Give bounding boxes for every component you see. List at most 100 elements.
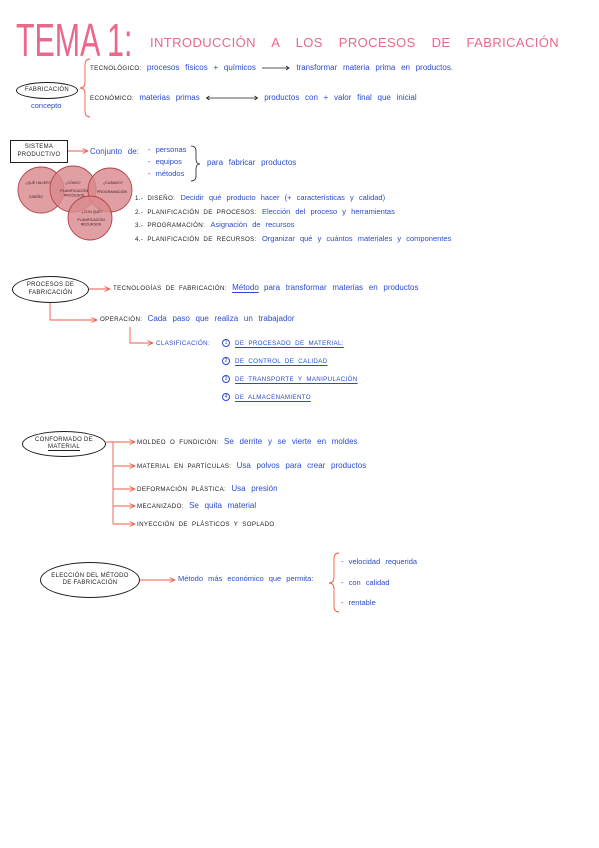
step-text: Decidir qué producto hacer (+ caracterís… [180, 193, 386, 202]
conformado-label-line1: CONFORMADO DE [35, 436, 93, 443]
brace-fabricacion [79, 58, 91, 118]
step-row: 4.- PLANIFICACIÓN DE RECURSOS: Organizar… [135, 234, 451, 245]
procesos-label-line1: PROCESOS DE [26, 282, 75, 288]
brace-conjunto [190, 145, 201, 182]
member-personas: - personas [148, 145, 187, 154]
clasificacion-item: 2 DE CONTROL DE CALIDAD [222, 356, 328, 367]
circled-number: 4 [222, 392, 230, 401]
member-equipos: - equipos [148, 157, 182, 166]
venn-answer-3: PROGRAMACIÓN [97, 189, 127, 194]
arrow-right-icon [261, 65, 291, 71]
step-key: 2.- PLANIFICACIÓN DE PROCESOS: [135, 209, 257, 216]
eleccion-label-line2: DE FABRICACIÓN [62, 580, 118, 586]
conformado-oval: CONFORMADO DE MATERIAL [22, 431, 106, 457]
operacion-text: Cada paso que realiza un trabajador [147, 314, 295, 323]
connector-operacion [49, 303, 97, 320]
clasificacion-item-text: DE TRANSPORTE Y MANIPULACIÓN [235, 376, 358, 383]
venn-answer-4a: PLANIFICACIÓN [77, 217, 105, 222]
brace-requisitos [328, 552, 340, 613]
venn-answer-2a: PLANIFICACIÓN [60, 188, 88, 193]
step-key: 4.- PLANIFICACIÓN DE RECURSOS: [135, 236, 257, 243]
eleccion-oval: ELECCIÓN DEL MÉTODO DE FABRICACIÓN [40, 562, 140, 598]
method-key: MOLDEO O FUNDICIÓN: [137, 439, 219, 446]
step-key: 1.- DISEÑO: [135, 195, 176, 202]
tecnologico-from: procesos físicos + químicos [146, 63, 256, 72]
economico-row: ECONÓMICO: materias primas productos con… [90, 93, 417, 104]
eleccion-label-line1: ELECCIÓN DEL MÉTODO [51, 572, 129, 579]
tecnologias-key: TECNOLOGÍAS DE FABRICACIÓN: [113, 285, 227, 292]
method-text: Se quita material [189, 501, 257, 510]
member-metodos: - métodos [148, 169, 185, 178]
clasificacion-item-text: DE CONTROL DE CALIDAD [235, 358, 328, 365]
method-key: MATERIAL EN PARTÍCULAS: [137, 463, 232, 470]
venn-question-4: ¿CON QUÉ? [82, 209, 103, 214]
step-row: 2.- PLANIFICACIÓN DE PROCESOS: Elección … [135, 207, 395, 218]
fabricacion-oval: FABRICACIÓN [16, 82, 78, 99]
tecnologias-term: Método [232, 283, 259, 292]
procesos-label-line2: FABRICACIÓN [28, 289, 73, 296]
method-key: DEFORMACIÓN PLÁSTICA: [137, 486, 227, 493]
procesos-oval: PROCESOS DE FABRICACIÓN [12, 276, 89, 303]
fabricacion-note: concepto [31, 101, 62, 110]
operacion-key: OPERACIÓN: [100, 316, 143, 323]
connector-clasificacion [129, 327, 153, 343]
venn-question-2: ¿CÓMO? [65, 180, 80, 185]
venn-question-3: ¿CUÁNDO? [103, 181, 123, 185]
clasificacion-item-text: DE ALMACENAMIENTO [235, 394, 311, 401]
sistema-label-line1: SISTEMA [24, 144, 54, 150]
step-text: Asignación de recursos [210, 220, 295, 229]
economico-to: productos con + valor final que inicial [264, 93, 417, 102]
conformado-method: MOLDEO O FUNDICIÓN: Se derrite y se vier… [137, 437, 358, 448]
requisito-calidad: - con calidad [341, 578, 390, 587]
method-key: MECANIZADO: [137, 503, 184, 510]
tecnologias-row: TECNOLOGÍAS DE FABRICACIÓN: Método para … [113, 283, 419, 294]
clasificacion-key-row: CLASIFICACIÓN: [156, 338, 210, 349]
venn-diagram: ¿QUÉ HACER? DISEÑO ¿CÓMO? PLANIFICACIÓN … [17, 165, 133, 241]
double-arrow-icon [205, 95, 259, 101]
eleccion-criterio: Método más económico que permita: [178, 574, 314, 583]
tema-title: TEMA 1: [16, 14, 133, 66]
requisito-velocidad: - velocidad requerida [341, 557, 418, 566]
circled-number: 3 [222, 374, 230, 383]
operacion-row: OPERACIÓN: Cada paso que realiza un trab… [100, 314, 295, 325]
requisito-rentable: - rentable [341, 598, 376, 607]
circled-number: 2 [222, 356, 230, 365]
sistema-label-line2: PRODUCTIVO [17, 151, 61, 158]
conjunto-purpose: para fabricar productos [207, 158, 297, 167]
clasificacion-item: 1 DE PROCESADO DE MATERIAL: [222, 338, 344, 349]
economico-from: materias primas [139, 93, 200, 102]
step-row: 3.- PROGRAMACIÓN: Asignación de recursos [135, 220, 294, 231]
clasificacion-key: CLASIFICACIÓN: [156, 340, 211, 347]
venn-answer-4b: RECURSOS [81, 223, 102, 227]
conformado-method: INYECCIÓN DE PLÁSTICOS Y SOPLADO [137, 519, 275, 530]
fabricacion-label: FABRICACIÓN [25, 86, 69, 93]
step-row: 1.- DISEÑO: Decidir qué producto hacer (… [135, 193, 385, 204]
conjunto-label: Conjunto de: [90, 147, 139, 156]
venn-circle-recursos [67, 195, 113, 241]
tecnologico-row: TECNOLÓGICO: procesos físicos + químicos… [90, 63, 453, 74]
tecnologico-key: TECNOLÓGICO: [90, 65, 142, 72]
sistema-productivo-box: SISTEMA PRODUCTIVO [10, 140, 68, 163]
method-text: Usa presión [231, 484, 278, 493]
tecnologias-text: para transformar materias en productos [264, 283, 419, 292]
method-key: INYECCIÓN DE PLÁSTICOS Y SOPLADO [137, 521, 275, 528]
clasificacion-item: 3 DE TRANSPORTE Y MANIPULACIÓN [222, 374, 358, 385]
step-key: 3.- PROGRAMACIÓN: [135, 222, 206, 229]
clasificacion-item: 4 DE ALMACENAMIENTO [222, 392, 311, 403]
conformado-method: MATERIAL EN PARTÍCULAS: Usa polvos para … [137, 461, 366, 472]
conformado-label-line2: MATERIAL [48, 444, 80, 450]
conformado-method: DEFORMACIÓN PLÁSTICA: Usa presión [137, 484, 278, 495]
step-text: Elección del proceso y herramientas [261, 207, 395, 216]
venn-question-1: ¿QUÉ HACER? [25, 180, 51, 185]
circled-number: 1 [222, 338, 230, 347]
eleccion-criterio-row: Método más económico que permita: [178, 574, 313, 584]
tema-subtitle: INTRODUCCIÓN A LOS PROCESOS DE FABRICACI… [150, 35, 560, 50]
conformado-method: MECANIZADO: Se quita material [137, 501, 256, 512]
clasificacion-item-text: DE PROCESADO DE MATERIAL: [235, 340, 344, 347]
venn-answer-1: DISEÑO [29, 194, 43, 199]
step-text: Organizar qué y cuántos materiales y com… [261, 234, 452, 243]
economico-key: ECONÓMICO: [90, 95, 135, 102]
venn-answer-2b: PROCESOS [64, 194, 85, 198]
method-text: Se derrite y se vierte en moldes [224, 437, 358, 446]
